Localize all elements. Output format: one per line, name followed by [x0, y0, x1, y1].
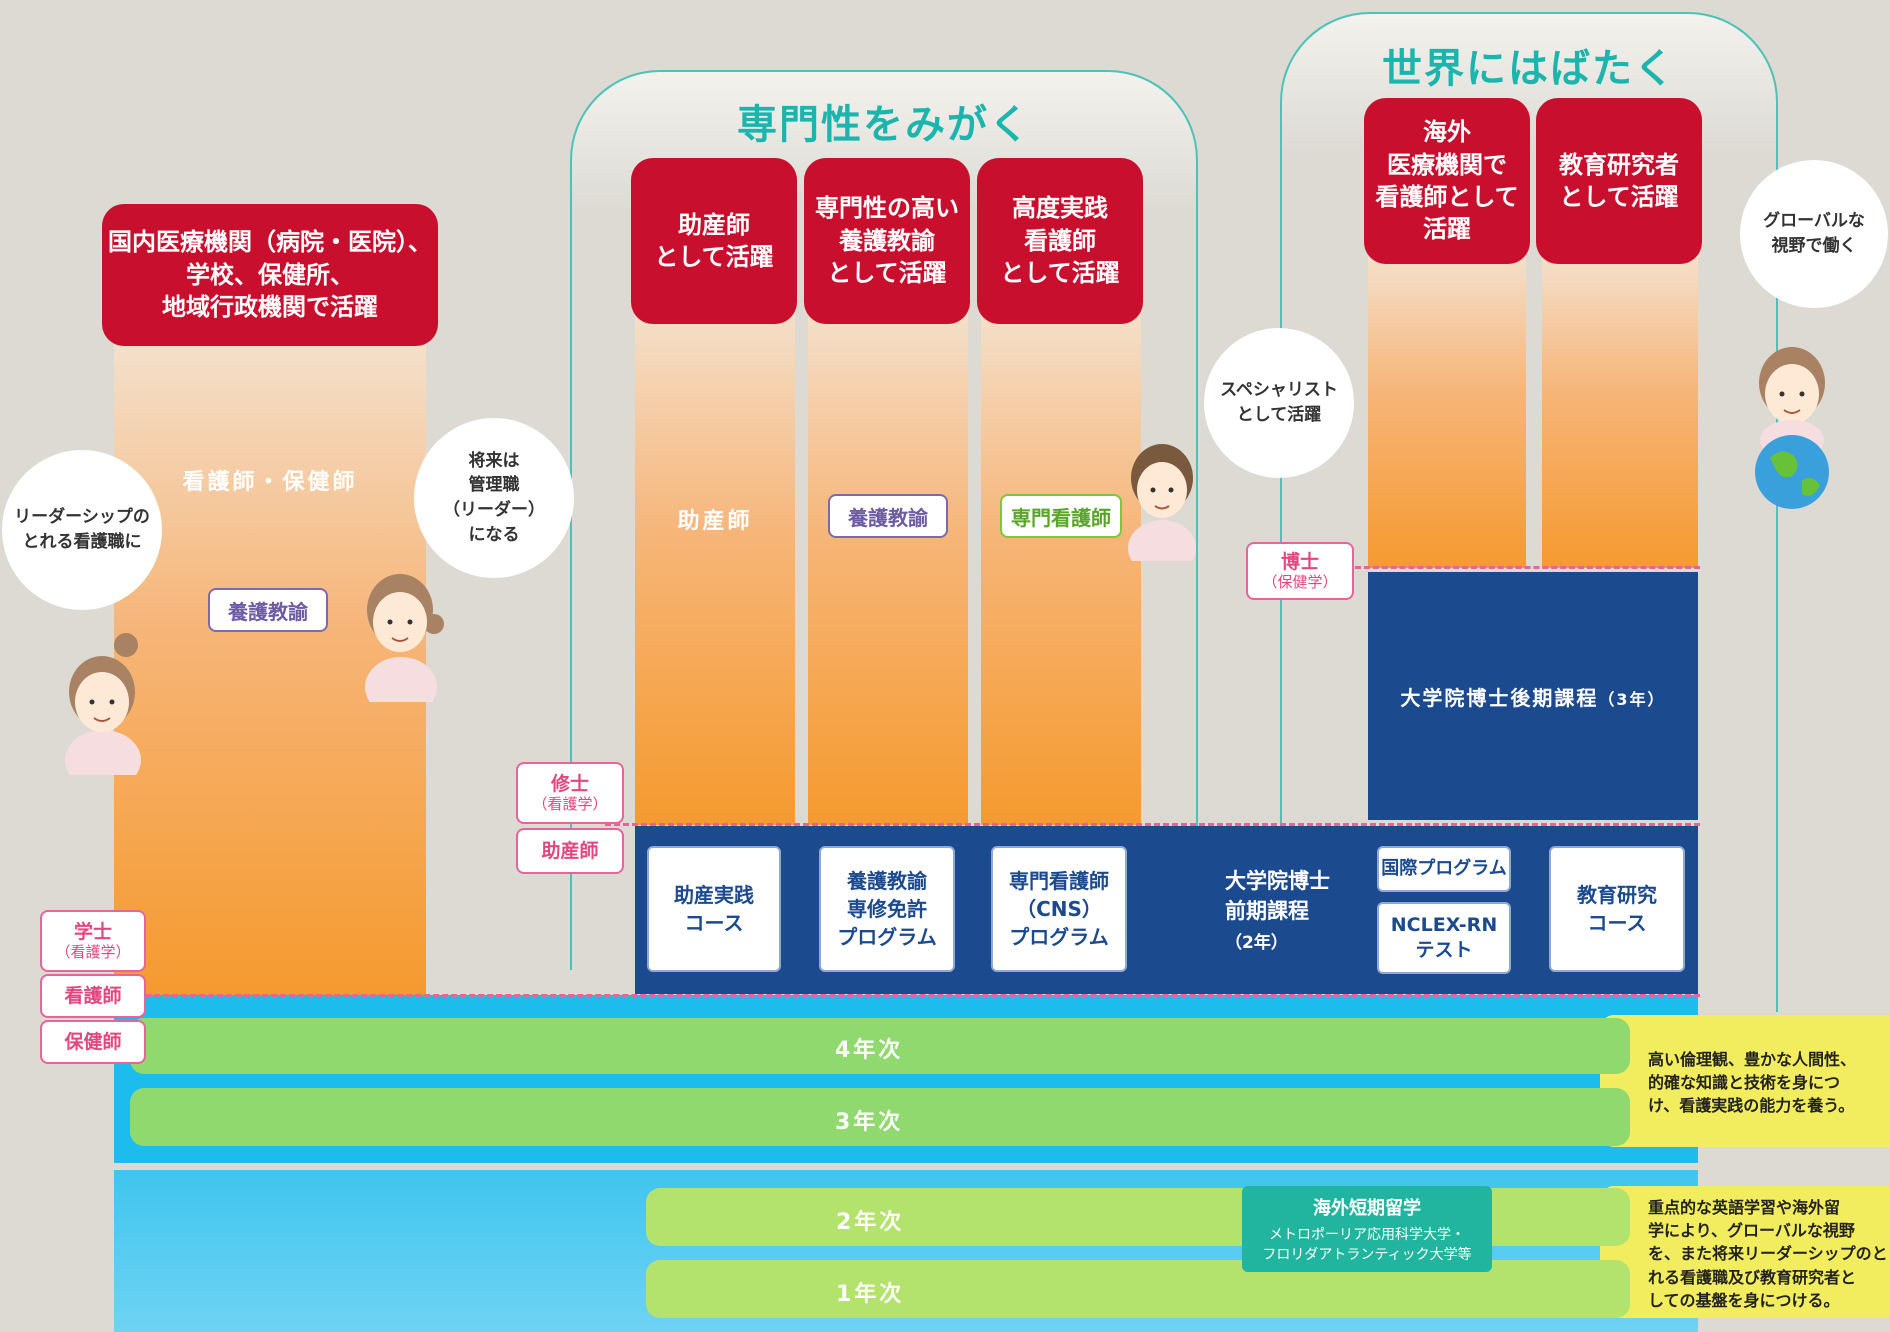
course-nclex[interactable]: NCLEX-RN テスト	[1377, 902, 1511, 974]
degree-bachelor-main: 学士	[73, 920, 112, 943]
doctoral-label: 大学院博士後期課程（3年）	[1368, 682, 1698, 711]
midwife-col-label: 助産師	[677, 509, 753, 534]
degree-bachelor-sub: （看護学）	[55, 943, 131, 962]
note-lower: 重点的な英語学習や海外留 学により、グローバルな視野 を、また将来リーダーシップ…	[1648, 1198, 1888, 1310]
midwife-column: 助産師	[635, 300, 795, 825]
doctoral-years: （3年）	[1598, 690, 1666, 709]
course-cns[interactable]: 専門看護師 （CNS） プログラム	[991, 846, 1127, 972]
globe-character	[1755, 347, 1829, 509]
yellow-band-lower	[1600, 1186, 1890, 1318]
degree-doctor-main: 博士	[1280, 550, 1319, 573]
master-program: 助産実践 コース 養護教諭 専修免許 プログラム 専門看護師 （CNS） プログ…	[635, 826, 1698, 994]
doctoral-main: 大学院博士後期課程	[1400, 686, 1599, 710]
master-line1: 大学院博士	[1225, 869, 1330, 893]
study-abroad-title: 海外短期留学	[1313, 1198, 1421, 1219]
year1-label: 1年次	[836, 1282, 905, 1307]
career-yogo: 専門性の高い 養護教諭 として活躍	[804, 158, 970, 324]
course-yogo[interactable]: 養護教諭 専修免許 プログラム	[819, 846, 955, 972]
note-upper: 高い倫理観、豊かな人間性、 的確な知識と技術を身につ け、看護実践の能力を養う。	[1648, 1050, 1857, 1116]
bubble-specialist: スペシャリスト として活躍	[1204, 328, 1354, 478]
bubble-manager: 将来は 管理職 （リーダー） になる	[414, 418, 574, 578]
degree-master-sub: （看護学）	[532, 795, 608, 814]
yellow-band-upper	[1600, 1015, 1890, 1147]
master-divider	[605, 823, 1700, 826]
research-column	[1542, 250, 1698, 568]
bachelor-divider	[145, 994, 1700, 997]
license-midwife: 助産師	[516, 828, 624, 874]
bubble-global: グローバルな 視野で働く	[1740, 160, 1888, 308]
cns-tag: 専門看護師	[1000, 494, 1122, 538]
domestic-column: 看護師・保健師	[114, 330, 426, 995]
career-domestic: 国内医療機関（病院・医院）、 学校、保健所、 地域行政機関で活躍	[102, 204, 438, 346]
year3-label: 3年次	[835, 1110, 904, 1135]
year4-bar: 4年次	[130, 1018, 1630, 1074]
career-midwife: 助産師 として活躍	[631, 158, 797, 324]
yogo-tag-left: 養護教諭	[208, 588, 328, 632]
degree-doctor-sub: （保健学）	[1262, 573, 1338, 592]
nurse-character-manager	[365, 574, 444, 702]
career-overseas: 海外 医療機関で 看護師として 活躍	[1364, 98, 1530, 264]
doctoral-program: 大学院博士後期課程（3年）	[1368, 572, 1698, 820]
study-abroad-sub2: フロリダアトランティック大学等	[1262, 1247, 1472, 1263]
year2-label: 2年次	[836, 1210, 905, 1235]
bubble-leader: リーダーシップの とれる看護職に	[2, 450, 162, 610]
career-research: 教育研究者 として活躍	[1536, 98, 1702, 264]
year3-bar: 3年次	[130, 1088, 1630, 1146]
course-midwife[interactable]: 助産実践 コース	[647, 846, 781, 972]
study-abroad-sub1: メトロポーリア応用科学大学・	[1269, 1227, 1465, 1243]
master-label: 大学院博士 前期課程 （2年）	[1225, 866, 1330, 956]
course-research[interactable]: 教育研究 コース	[1549, 846, 1685, 972]
license-phn: 保健師	[40, 1020, 146, 1064]
year4-label: 4年次	[835, 1038, 904, 1063]
overseas-column	[1368, 250, 1526, 568]
degree-bachelor: 学士 （看護学）	[40, 910, 146, 972]
master-years: （2年）	[1225, 932, 1288, 953]
course-intl[interactable]: 国際プログラム	[1377, 846, 1511, 892]
master-line2: 前期課程	[1225, 899, 1309, 924]
career-advanced: 高度実践 看護師 として活躍	[977, 158, 1143, 324]
global-title: 世界にはばたく	[1382, 46, 1676, 92]
nurse-character-specialist	[1128, 444, 1196, 561]
degree-master-main: 修士	[550, 772, 589, 795]
degree-doctor: 博士 （保健学）	[1246, 542, 1354, 600]
year1-bar: 1年次	[646, 1260, 1630, 1318]
yogo-tag: 養護教諭	[828, 494, 948, 538]
degree-master: 修士 （看護学）	[516, 762, 624, 824]
doctor-divider	[1355, 566, 1700, 569]
yogo-column	[808, 300, 968, 825]
specialty-title: 専門性をみがく	[737, 102, 1031, 148]
nurse-character-left	[65, 633, 141, 775]
cns-column	[981, 300, 1141, 825]
study-abroad-box: 海外短期留学 メトロポーリア応用科学大学・ フロリダアトランティック大学等	[1242, 1186, 1492, 1272]
license-nurse: 看護師	[40, 974, 146, 1018]
nurse-phn-label: 看護師・保健師	[182, 470, 358, 495]
